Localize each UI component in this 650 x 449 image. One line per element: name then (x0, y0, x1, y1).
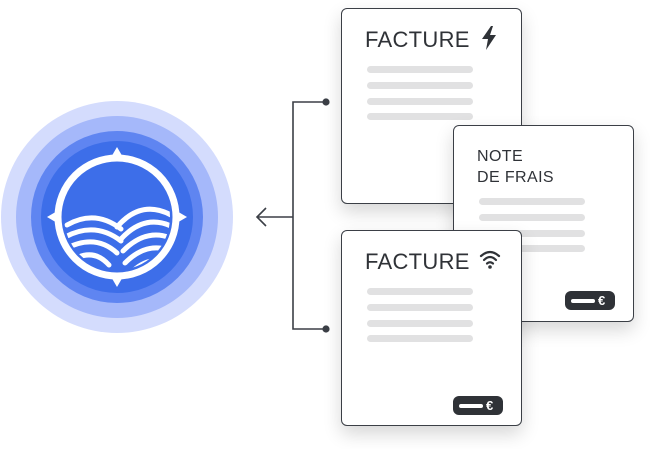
logo-core (41, 141, 193, 293)
compass-waves-logo-icon (47, 147, 187, 287)
amount-pill-icon: € (565, 291, 615, 310)
euro-symbol: € (598, 293, 606, 308)
invoice-title: FACTURE (365, 27, 470, 52)
wifi-icon (479, 250, 501, 269)
invoice-title: FACTURE (365, 249, 470, 274)
connector-bracket (255, 98, 330, 333)
expense-note-title-line1: NOTE (477, 148, 524, 165)
invoice-card-top: FACTURE (341, 8, 522, 204)
invoice-card-bottom: FACTURE € (341, 230, 522, 426)
lightning-icon (482, 26, 496, 50)
euro-symbol: € (486, 398, 494, 413)
expense-note-title-line2: DE FRAIS (477, 169, 554, 186)
amount-pill-icon: € (453, 396, 503, 415)
arrow-left-icon (255, 208, 275, 228)
